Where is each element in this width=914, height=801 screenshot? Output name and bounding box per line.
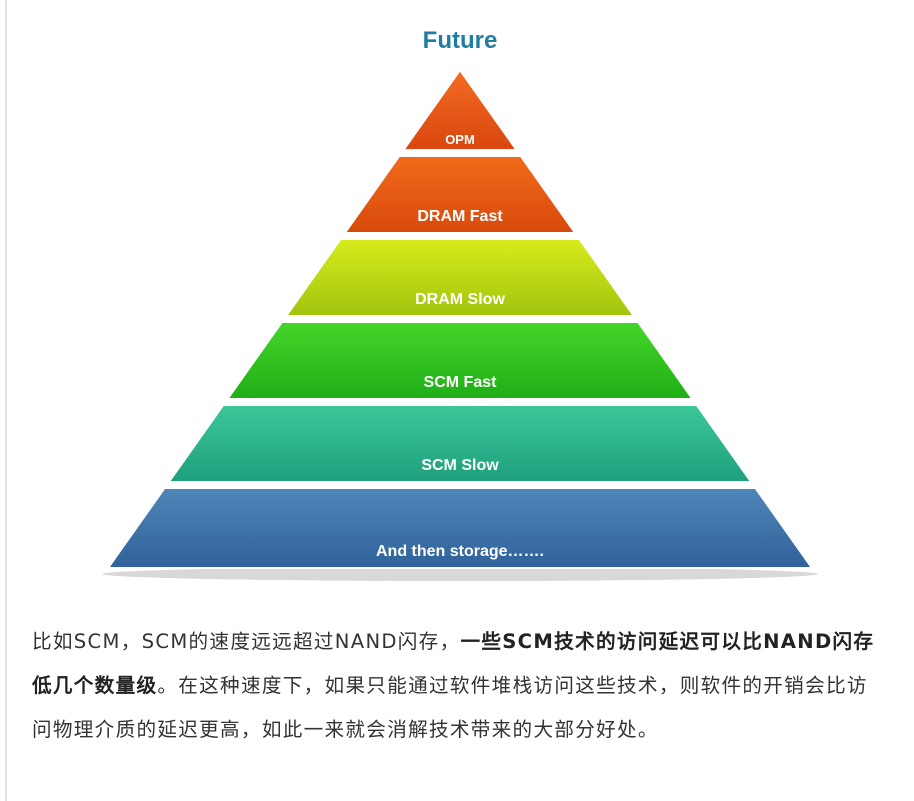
- paragraph-text-intro: 比如SCM，SCM的速度远远超过NAND闪存，: [32, 630, 461, 653]
- pyramid-tier-label: DRAM Fast: [417, 208, 503, 225]
- pyramid-tier-label: DRAM Slow: [415, 291, 505, 308]
- paragraph-text-rest: 。在这种速度下，如果只能通过软件堆栈访问这些技术，则软件的开销会比访问物理介质的…: [32, 674, 868, 741]
- pyramid-tier: [106, 487, 814, 569]
- pyramid-tier-label: OPM: [445, 132, 475, 147]
- figure-title: Future: [423, 27, 498, 54]
- pyramid-tier: [401, 68, 519, 151]
- pyramid-tier-label: SCM Slow: [421, 457, 499, 474]
- pyramid-tier: [284, 238, 636, 317]
- pyramid-tier: [342, 155, 578, 234]
- pyramid-tier: [225, 321, 695, 400]
- pyramid-shadow: [102, 567, 818, 581]
- pyramid-tier: [166, 404, 754, 483]
- pyramid-tier-label: SCM Fast: [424, 374, 498, 391]
- left-border-rule: [5, 0, 7, 801]
- pyramid-tier-label: And then storage…….: [376, 543, 544, 560]
- paragraph-bold-highlight: 一些SCM技术的访问延迟可以比NAND闪存低几个数量级: [32, 630, 875, 697]
- article-paragraph: 比如SCM，SCM的速度远远超过NAND闪存，一些SCM技术的访问延迟可以比NA…: [32, 620, 888, 752]
